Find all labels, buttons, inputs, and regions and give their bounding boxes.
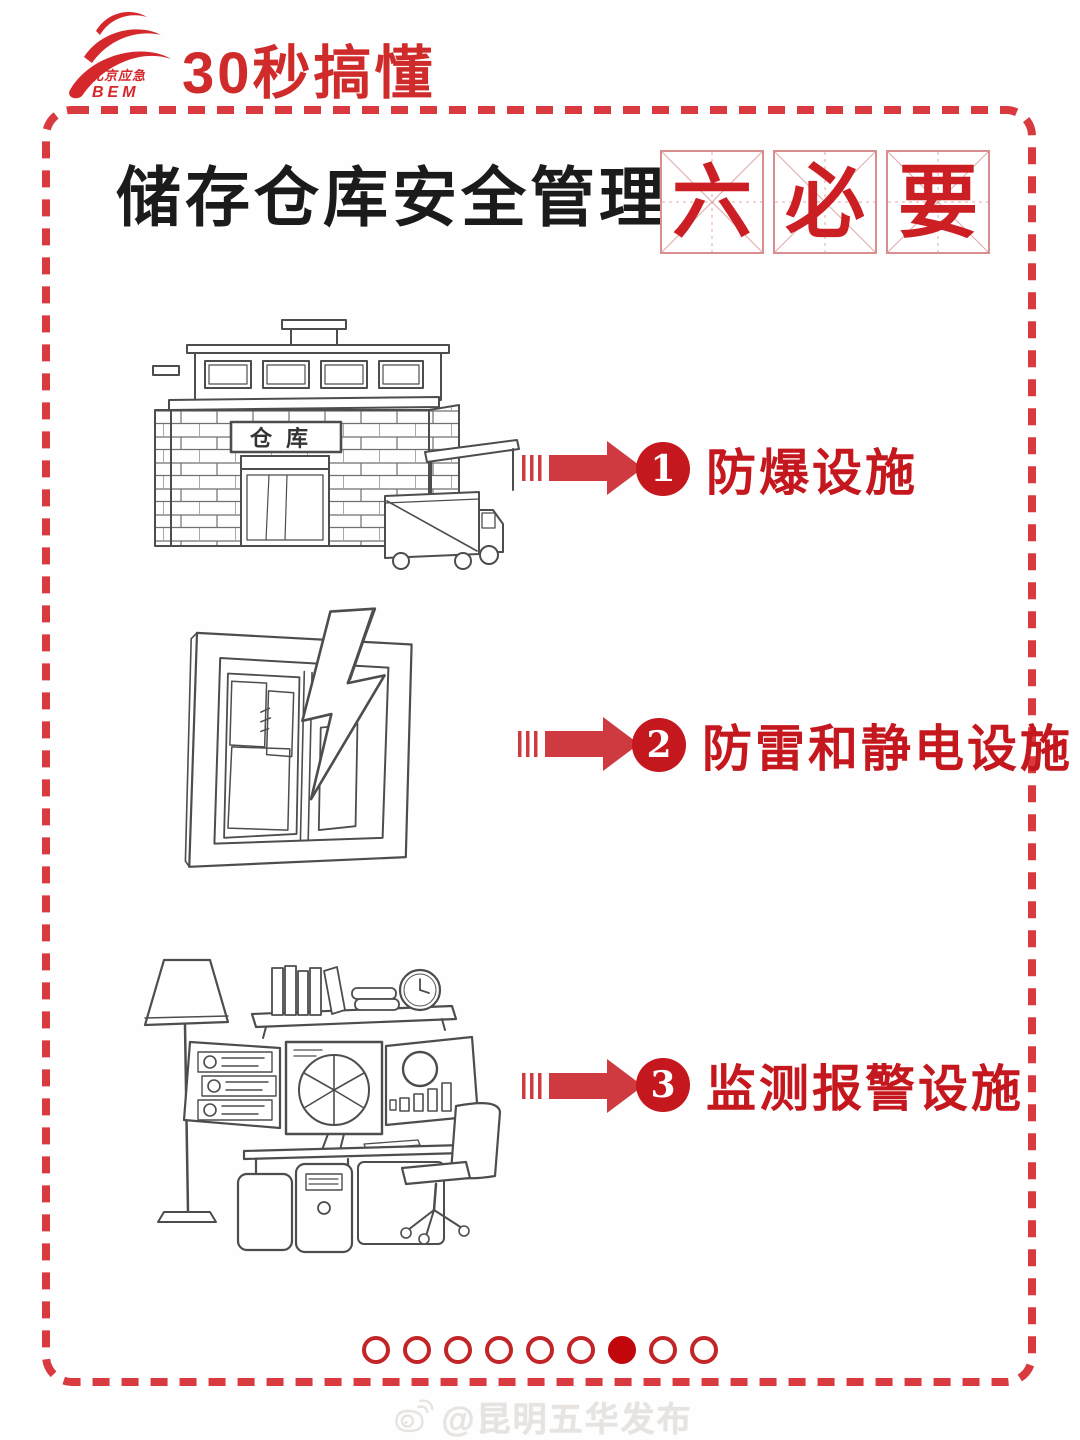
bem-logo-arcs: 北京应急 BEM xyxy=(69,11,171,101)
logo-cn-text: 北京应急 xyxy=(90,68,146,83)
weibo-icon xyxy=(395,1398,434,1432)
page-dot-active xyxy=(608,1336,636,1364)
item-2: 2 防雷和静电设施 xyxy=(632,716,1073,777)
red-char: 要 xyxy=(898,155,978,249)
page-dot xyxy=(567,1336,595,1364)
item-1: 1 防爆设施 xyxy=(636,440,918,501)
arrow-stripes xyxy=(522,455,546,481)
arrow-body xyxy=(545,731,603,757)
pagination-dots xyxy=(362,1336,718,1364)
calligraphy-box: 六 xyxy=(660,150,764,254)
arrow-icon xyxy=(518,716,639,772)
item-number-badge: 1 xyxy=(636,442,690,496)
arrow-stripes xyxy=(518,731,542,757)
red-char: 必 xyxy=(785,155,865,249)
page-dot xyxy=(690,1336,718,1364)
red-char: 六 xyxy=(672,155,752,249)
calligraphy-box: 要 xyxy=(886,150,990,254)
bem-logo: 北京应急 BEM xyxy=(54,4,174,104)
lightning-window-illustration xyxy=(168,600,458,890)
warehouse-sign-text: 仓库 xyxy=(249,426,322,451)
monitoring-desk-illustration xyxy=(118,948,518,1268)
arrow-icon xyxy=(522,1058,643,1114)
item-label-text: 监测报警设施 xyxy=(706,1061,1024,1117)
arrow-body xyxy=(549,455,607,481)
item-label-text: 防雷和静电设施 xyxy=(702,721,1073,777)
arrow-stripes xyxy=(522,1073,546,1099)
watermark-text: @昆明五华发布 xyxy=(441,1401,693,1439)
calligraphy-box: 必 xyxy=(773,150,877,254)
page-dot xyxy=(444,1336,472,1364)
page-dot xyxy=(485,1336,513,1364)
page-dot xyxy=(403,1336,431,1364)
poster-title: 储存仓库安全管理 xyxy=(116,161,669,234)
calligraphy-grid xyxy=(775,152,875,252)
warehouse-illustration: 仓库 xyxy=(126,306,528,596)
item-number-badge: 2 xyxy=(632,718,686,772)
page-dot xyxy=(526,1336,554,1364)
logo-en-text: BEM xyxy=(92,84,140,101)
item-number-badge: 3 xyxy=(636,1058,690,1112)
page-dot xyxy=(362,1336,390,1364)
item-label-text: 防爆设施 xyxy=(706,445,918,501)
arrow-body xyxy=(549,1073,607,1099)
calligraphy-grid xyxy=(888,152,988,252)
watermark: @昆明五华发布 xyxy=(387,1392,692,1440)
item-3: 3 监测报警设施 xyxy=(636,1056,1024,1117)
series-title: 30秒搞懂 xyxy=(182,41,436,106)
page-dot xyxy=(649,1336,677,1364)
title-highlight-boxes: 六 必 要 xyxy=(660,150,990,254)
arrow-icon xyxy=(522,440,643,496)
calligraphy-grid xyxy=(662,152,762,252)
